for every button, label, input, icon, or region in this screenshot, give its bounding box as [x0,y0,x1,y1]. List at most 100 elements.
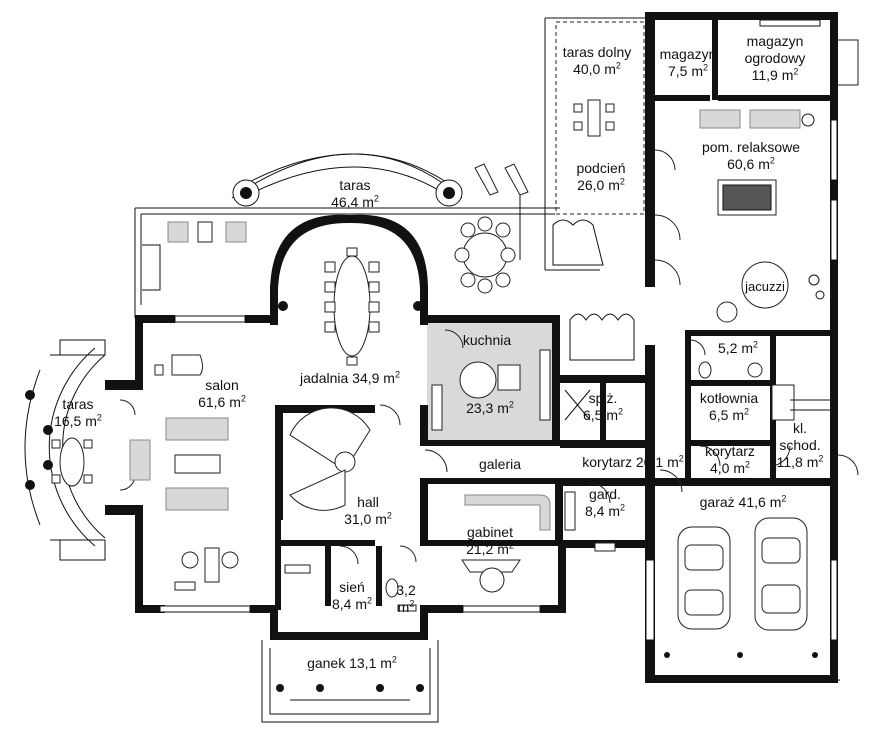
unit: m [229,394,241,410]
doors [119,39,859,565]
label-korytarz-a: korytarz 20,1 m2 [582,453,684,470]
columns [25,179,818,692]
room-name: gabinet [467,524,513,540]
unit: m [497,541,509,557]
unit: m [608,177,620,193]
room-name: pom. relaksowe [701,139,801,155]
room-name: salon [205,377,239,393]
unit: m [733,460,746,476]
room-name: taras [339,177,371,193]
label-ganek: ganek 13,1 m2 [307,654,397,671]
room-area: 31,0 [344,511,372,527]
room-name: korytarz [582,454,633,470]
room-name: podcień [576,160,626,176]
unit: m [781,67,794,83]
unit: m [758,156,770,172]
room-area: 23,3 [466,400,494,416]
label-taras-top: taras 46,4 m2 [331,177,379,210]
unit: m [397,599,410,615]
room-area: 34,9 [352,370,380,386]
unit: m [769,494,782,510]
unit: m [497,400,509,416]
room-name: ganek [307,655,346,671]
label-kl-schod: kl. schod. 11,8 m2 [776,420,824,470]
room-name: magazyn [659,46,717,62]
room-area: 16,5 [54,413,82,429]
label-magazyn: magazyn 7,5 m2 [659,46,717,79]
label-gabinet: gabinet 21,2 m2 [466,524,514,557]
label-kuchnia-area: 23,3 m2 [466,399,514,416]
room-name: kotłownia [699,390,759,406]
label-spiz: spiż. 6,5 m2 [582,390,624,423]
room-area: 6,5 [708,407,729,423]
room-area: 4,0 [709,460,730,476]
room-name-line2: schod. [779,437,821,453]
label-kuchnia: kuchnia [463,332,511,349]
label-hall: hall 31,0 m2 [344,494,392,527]
room-name-line1: kl. [792,420,807,436]
label-jacuzzi: jacuzzi [745,278,785,295]
room-name: galeria [478,456,522,472]
label-gard: gard. 8,4 m2 [584,486,626,519]
walls [105,12,838,683]
podcien-dashed-outline [555,21,645,215]
unit: m [85,413,97,429]
unit: m [667,454,679,470]
room-name: kuchnia [462,332,512,348]
room-area: 41,6 [738,494,766,510]
room-area: 26,0 [577,177,605,193]
room-area: 8,4 [584,503,605,519]
terrace-outlines [24,17,840,723]
room-area: 13,1 [349,655,377,671]
room-name: jadalnia [300,370,349,386]
label-sien: sień 8,4 m2 [331,579,373,612]
label-lazienka: 3,2 m2 [396,582,416,615]
unit: m [806,454,819,470]
room-name: jacuzzi [745,279,785,294]
room-name: sień [339,579,365,595]
room-area: 6,5 [582,407,603,423]
label-magazyn-ogrodowy: magazyn ogrodowy 11,9 m2 [744,33,806,83]
room-name: taras [62,396,94,412]
unit: m [741,340,754,356]
label-taras-left: taras 16,5 m2 [54,396,102,429]
room-name-line1: magazyn [746,33,804,49]
label-pom-relaksowe: pom. relaksowe 60,6 m2 [701,139,801,172]
label-salon: salon 61,6 m2 [198,377,246,410]
unit: m [604,61,616,77]
room-name: korytarz [705,443,755,459]
room-area: 61,6 [198,394,226,410]
room-name: spiż. [588,390,618,406]
room-area: 7,5 [667,63,688,79]
unit: m [608,503,621,519]
label-garaz: garaż 41,6 m2 [699,493,787,510]
room-area: 40,0 [573,61,601,77]
room-area: 60,6 [727,156,755,172]
room-name: gard. [589,486,621,502]
room-area: 5,2 [717,340,738,356]
room-area: 8,4 [331,596,352,612]
label-kotlownia: kotłownia 6,5 m2 [699,390,759,423]
unit: m [606,407,619,423]
room-area: 46,4 [331,194,359,210]
room-area: 3,2 [396,582,416,598]
room-area: 11,8 [776,454,803,470]
label-korytarz-b: korytarz 4,0 m2 [705,443,755,476]
unit: m [383,370,395,386]
unit: m [691,63,703,79]
room-area: 11,9 [751,67,778,83]
room-name: hall [357,494,379,510]
room-name-line2: ogrodowy [744,50,806,66]
unit: m [362,194,374,210]
unit: m [375,511,387,527]
unit: m [355,596,368,612]
unit: m [380,655,392,671]
room-area: 21,2 [466,541,494,557]
room-name: garaż [699,494,735,510]
unit: m [732,407,744,423]
label-podcien: podcień 26,0 m2 [576,160,626,193]
room-name: taras dolny [562,44,632,60]
room-area: 20,1 [635,454,664,470]
label-wc-5-2: 5,2 m2 [717,339,759,356]
